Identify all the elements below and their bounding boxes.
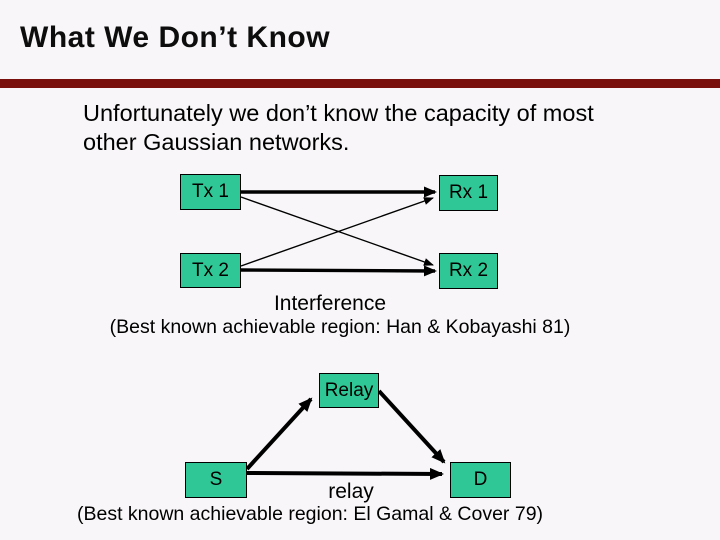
body-text-line1: Unfortunately we don’t know the capacity… [83,100,594,126]
arrow-tx1-rx2 [240,196,434,266]
node-rx1: Rx 1 [439,175,498,211]
node-tx1: Tx 1 [180,174,241,210]
body-text-line2: other Gaussian networks. [83,129,350,155]
relay-channel-diagram: Relay S D relay [170,370,530,505]
arrow-tx2-rx1 [240,197,434,267]
arrow-tx2-rx2 [240,265,437,277]
interference-channel-diagram: Tx 1 Rx 1 Tx 2 Rx 2 [160,170,520,320]
body-text: Unfortunately we don’t know the capacity… [83,99,594,157]
node-source: S [185,462,247,498]
arrow-s-relay [245,397,313,471]
arrow-relay-d [377,389,446,464]
node-destination: D [450,462,511,498]
interference-arrows [240,186,437,277]
relay-label: relay [328,480,374,503]
relay-caption: (Best known achievable region: El Gamal … [76,503,544,525]
node-relay: Relay [319,373,379,408]
interference-label: Interference [273,292,387,315]
page-title: What We Don’t Know [20,21,331,54]
interference-caption: (Best known achievable region: Han & Kob… [109,316,571,338]
node-rx2: Rx 2 [439,253,498,289]
relay-arrows [245,389,446,480]
arrow-s-d [246,467,444,480]
node-tx2: Tx 2 [180,253,241,288]
title-underline-bar [0,79,720,88]
